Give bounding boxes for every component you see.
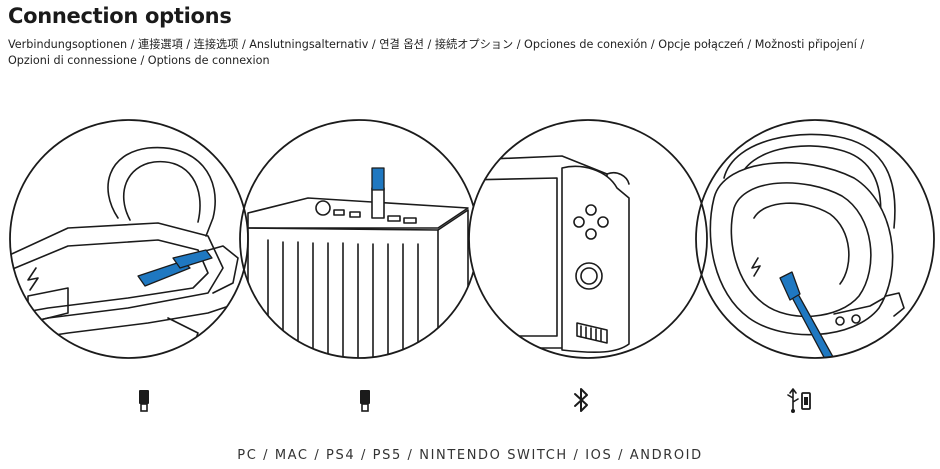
headset-usb-cable-illustration — [694, 118, 936, 360]
compatible-platforms: PC / MAC / PS4 / PS5 / NINTENDO SWITCH /… — [237, 448, 703, 463]
console-usb-receiver-illustration — [238, 118, 480, 360]
usb-receiver-icon — [350, 383, 380, 417]
headset-dongle-docked-illustration — [8, 118, 250, 360]
page-subtitle-translations: Verbindungsoptionen / 連接選項 / 连接选项 / Ansl… — [8, 38, 865, 67]
bluetooth-icon — [566, 383, 596, 417]
usb-cable-icon — [784, 383, 814, 417]
nintendo-switch-bluetooth-illustration — [467, 118, 709, 360]
usb-receiver-icon — [129, 383, 159, 417]
page-title: Connection options — [8, 4, 232, 28]
